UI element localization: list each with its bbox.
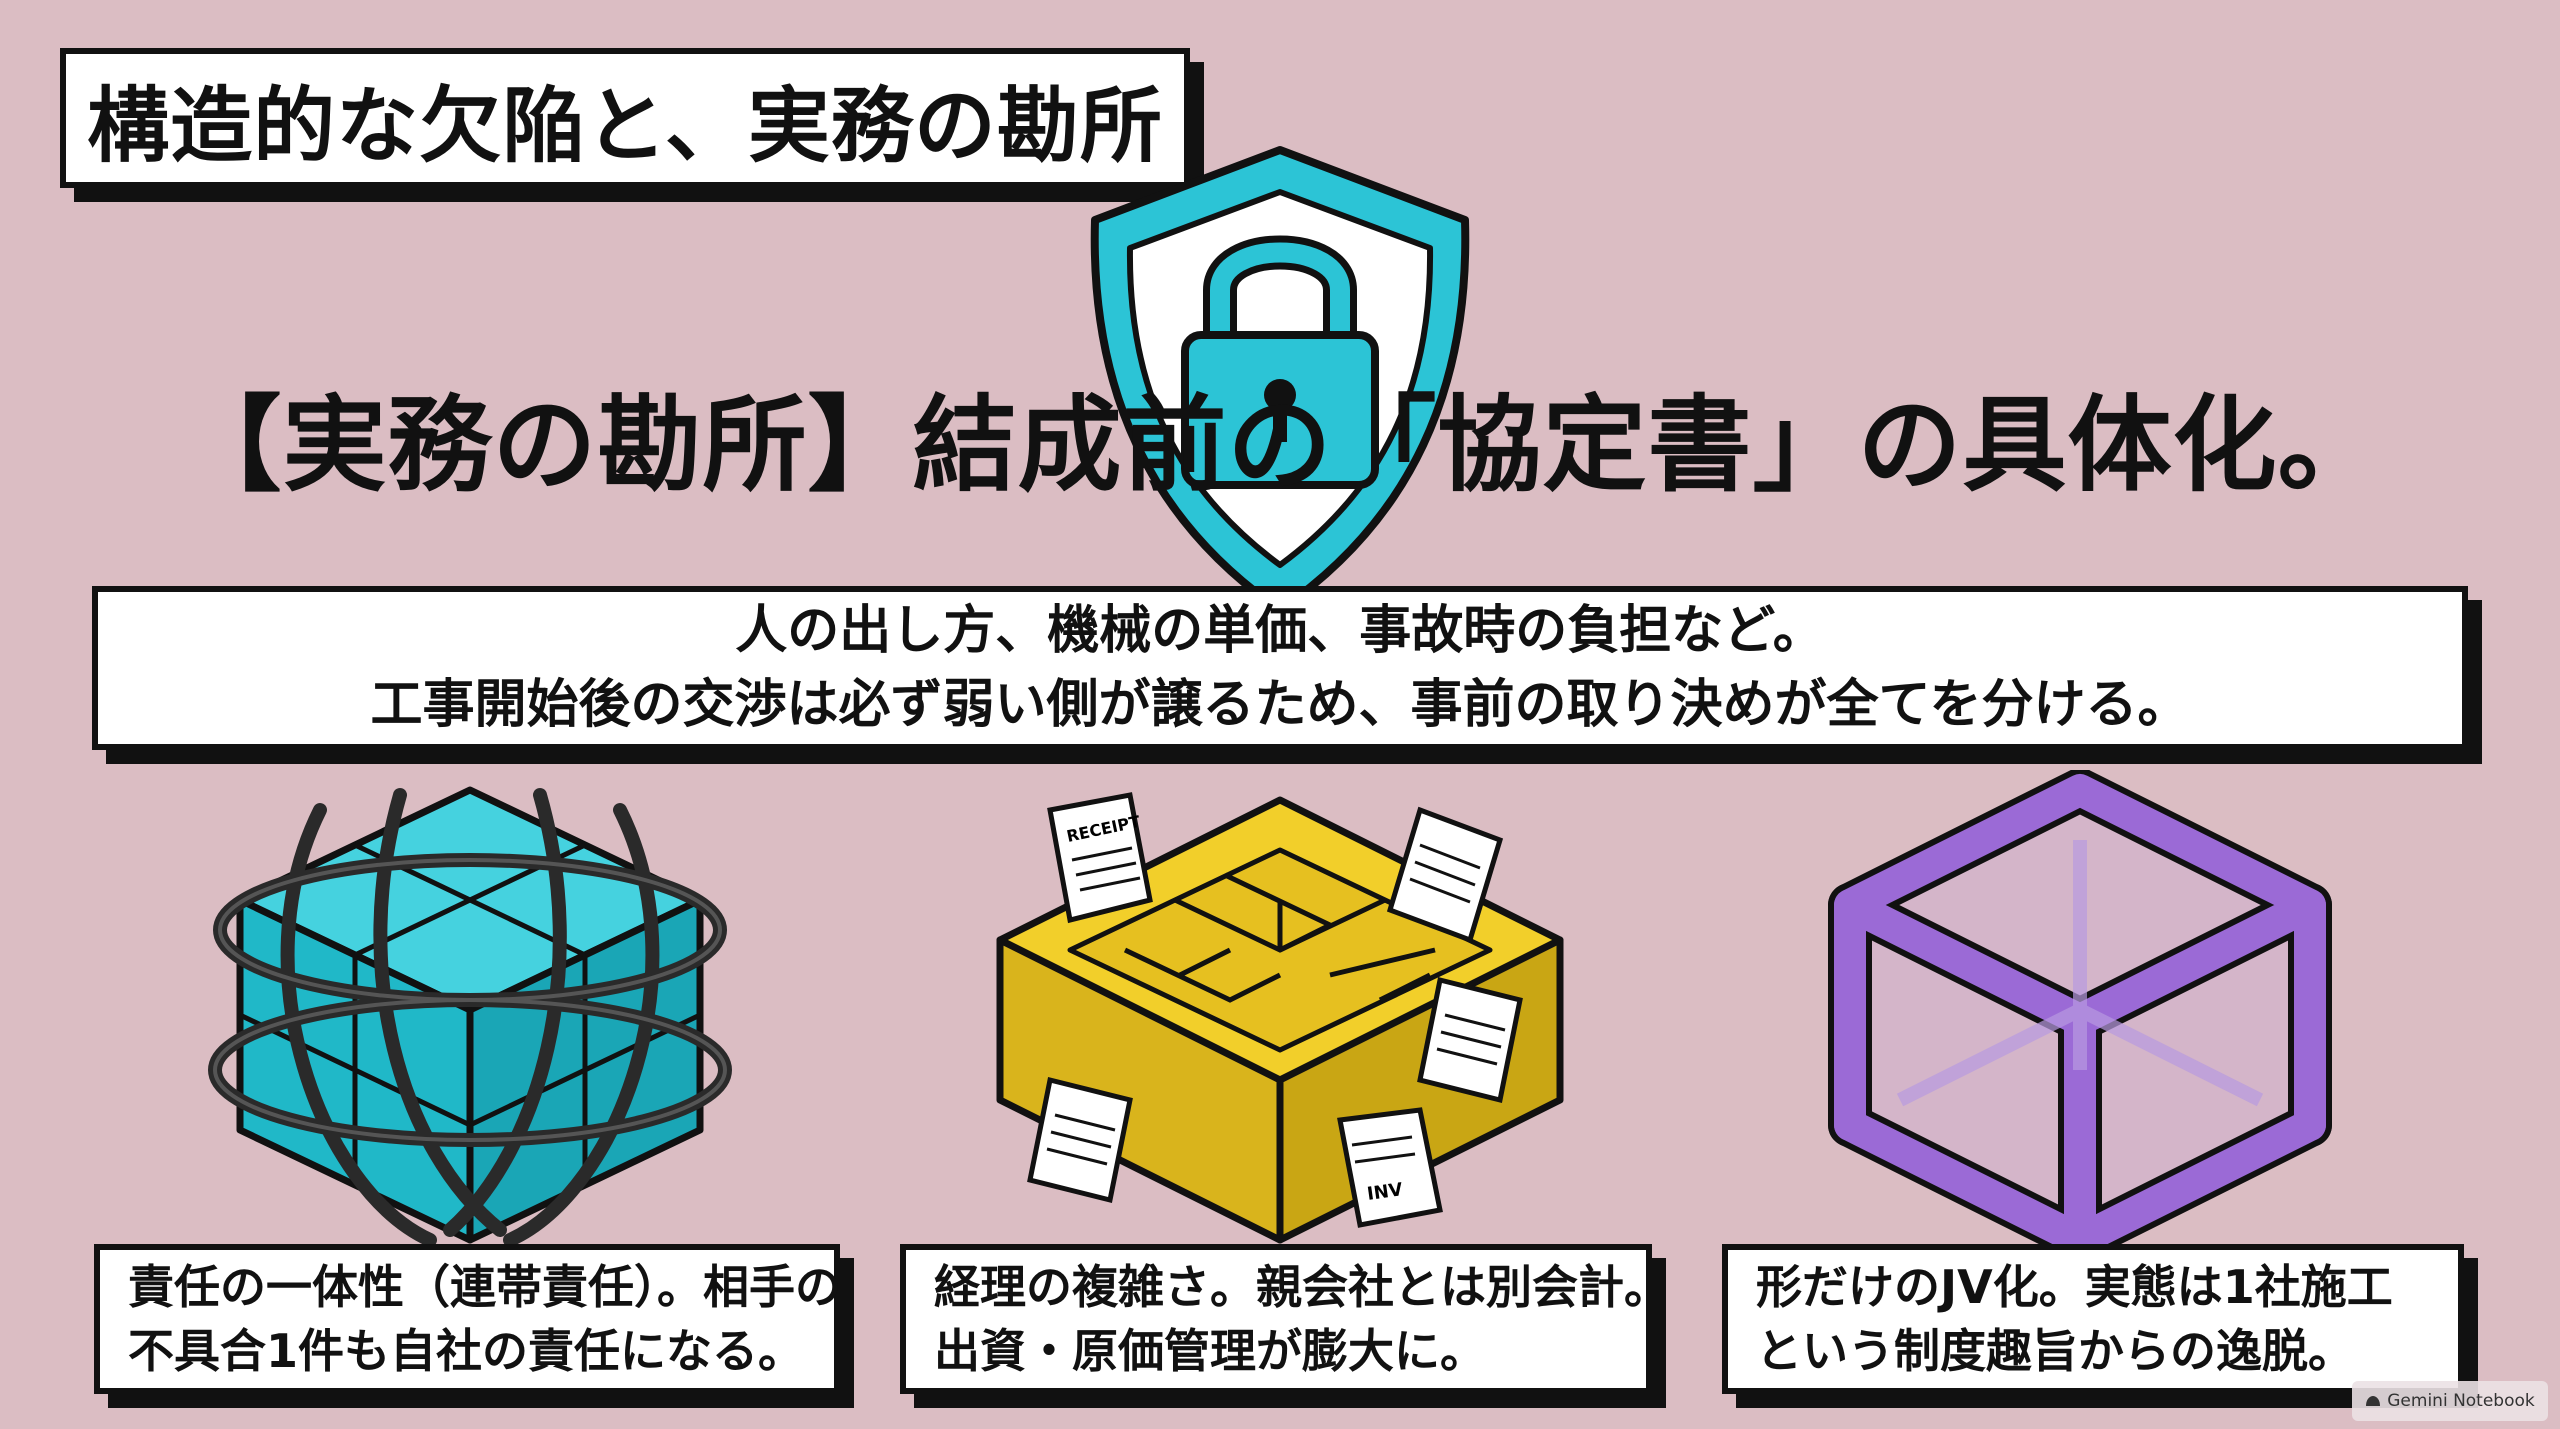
card-1-line-1: 責任の一体性（連帯責任）。相手の: [128, 1260, 841, 1314]
description-box: 人の出し方、機械の単価、事故時の負担など。 工事開始後の交渉は必ず弱い側が譲るた…: [92, 586, 2468, 750]
frame-cube-icon: [1828, 770, 2332, 1260]
card-accounting: 経理の複雑さ。親会社とは別会計。 出資・原価管理が膨大に。: [900, 1244, 1670, 1394]
watermark: Gemini Notebook: [2352, 1381, 2548, 1421]
receipt-1: [1047, 792, 1153, 924]
card-2-line-2: 出資・原価管理が膨大に。: [934, 1324, 1486, 1378]
card-formal-jv: 形だけのJV化。実態は1社施工 という制度趣旨からの逸脱。: [1722, 1244, 2464, 1394]
maze-receipts-icon: RECEIPT INV: [996, 792, 1564, 1244]
card-1-line-2: 不具合1件も自社の責任になる。: [128, 1324, 805, 1378]
card-3-line-2: という制度趣旨からの逸脱。: [1756, 1324, 2354, 1378]
headline: 【実務の勘所】結成前の「協定書」の具体化。: [177, 384, 2383, 506]
card-2-line-1: 経理の複雑さ。親会社とは別会計。: [934, 1260, 1670, 1314]
shield-lock-icon: [1090, 146, 1470, 614]
card-joint-liability: 責任の一体性（連帯責任）。相手の 不具合1件も自社の責任になる。: [94, 1244, 841, 1394]
description-line-2: 工事開始後の交渉は必ず弱い側が譲るため、事前の取り決めが全てを分ける。: [370, 675, 2190, 735]
page-title: 構造的な欠陥と、実務の勘所: [87, 78, 1163, 174]
page-title-box: 構造的な欠陥と、実務の勘所: [60, 48, 1190, 188]
description-line-1: 人の出し方、機械の単価、事故時の負担など。: [735, 601, 1825, 661]
card-3-line-1: 形だけのJV化。実態は1社施工: [1756, 1260, 2393, 1314]
notebook-logo-icon: [2366, 1396, 2381, 1406]
invoice-label: INV: [1366, 1179, 1404, 1205]
tied-cube-icon: [208, 786, 732, 1247]
watermark-text: Gemini Notebook: [2387, 1391, 2535, 1411]
